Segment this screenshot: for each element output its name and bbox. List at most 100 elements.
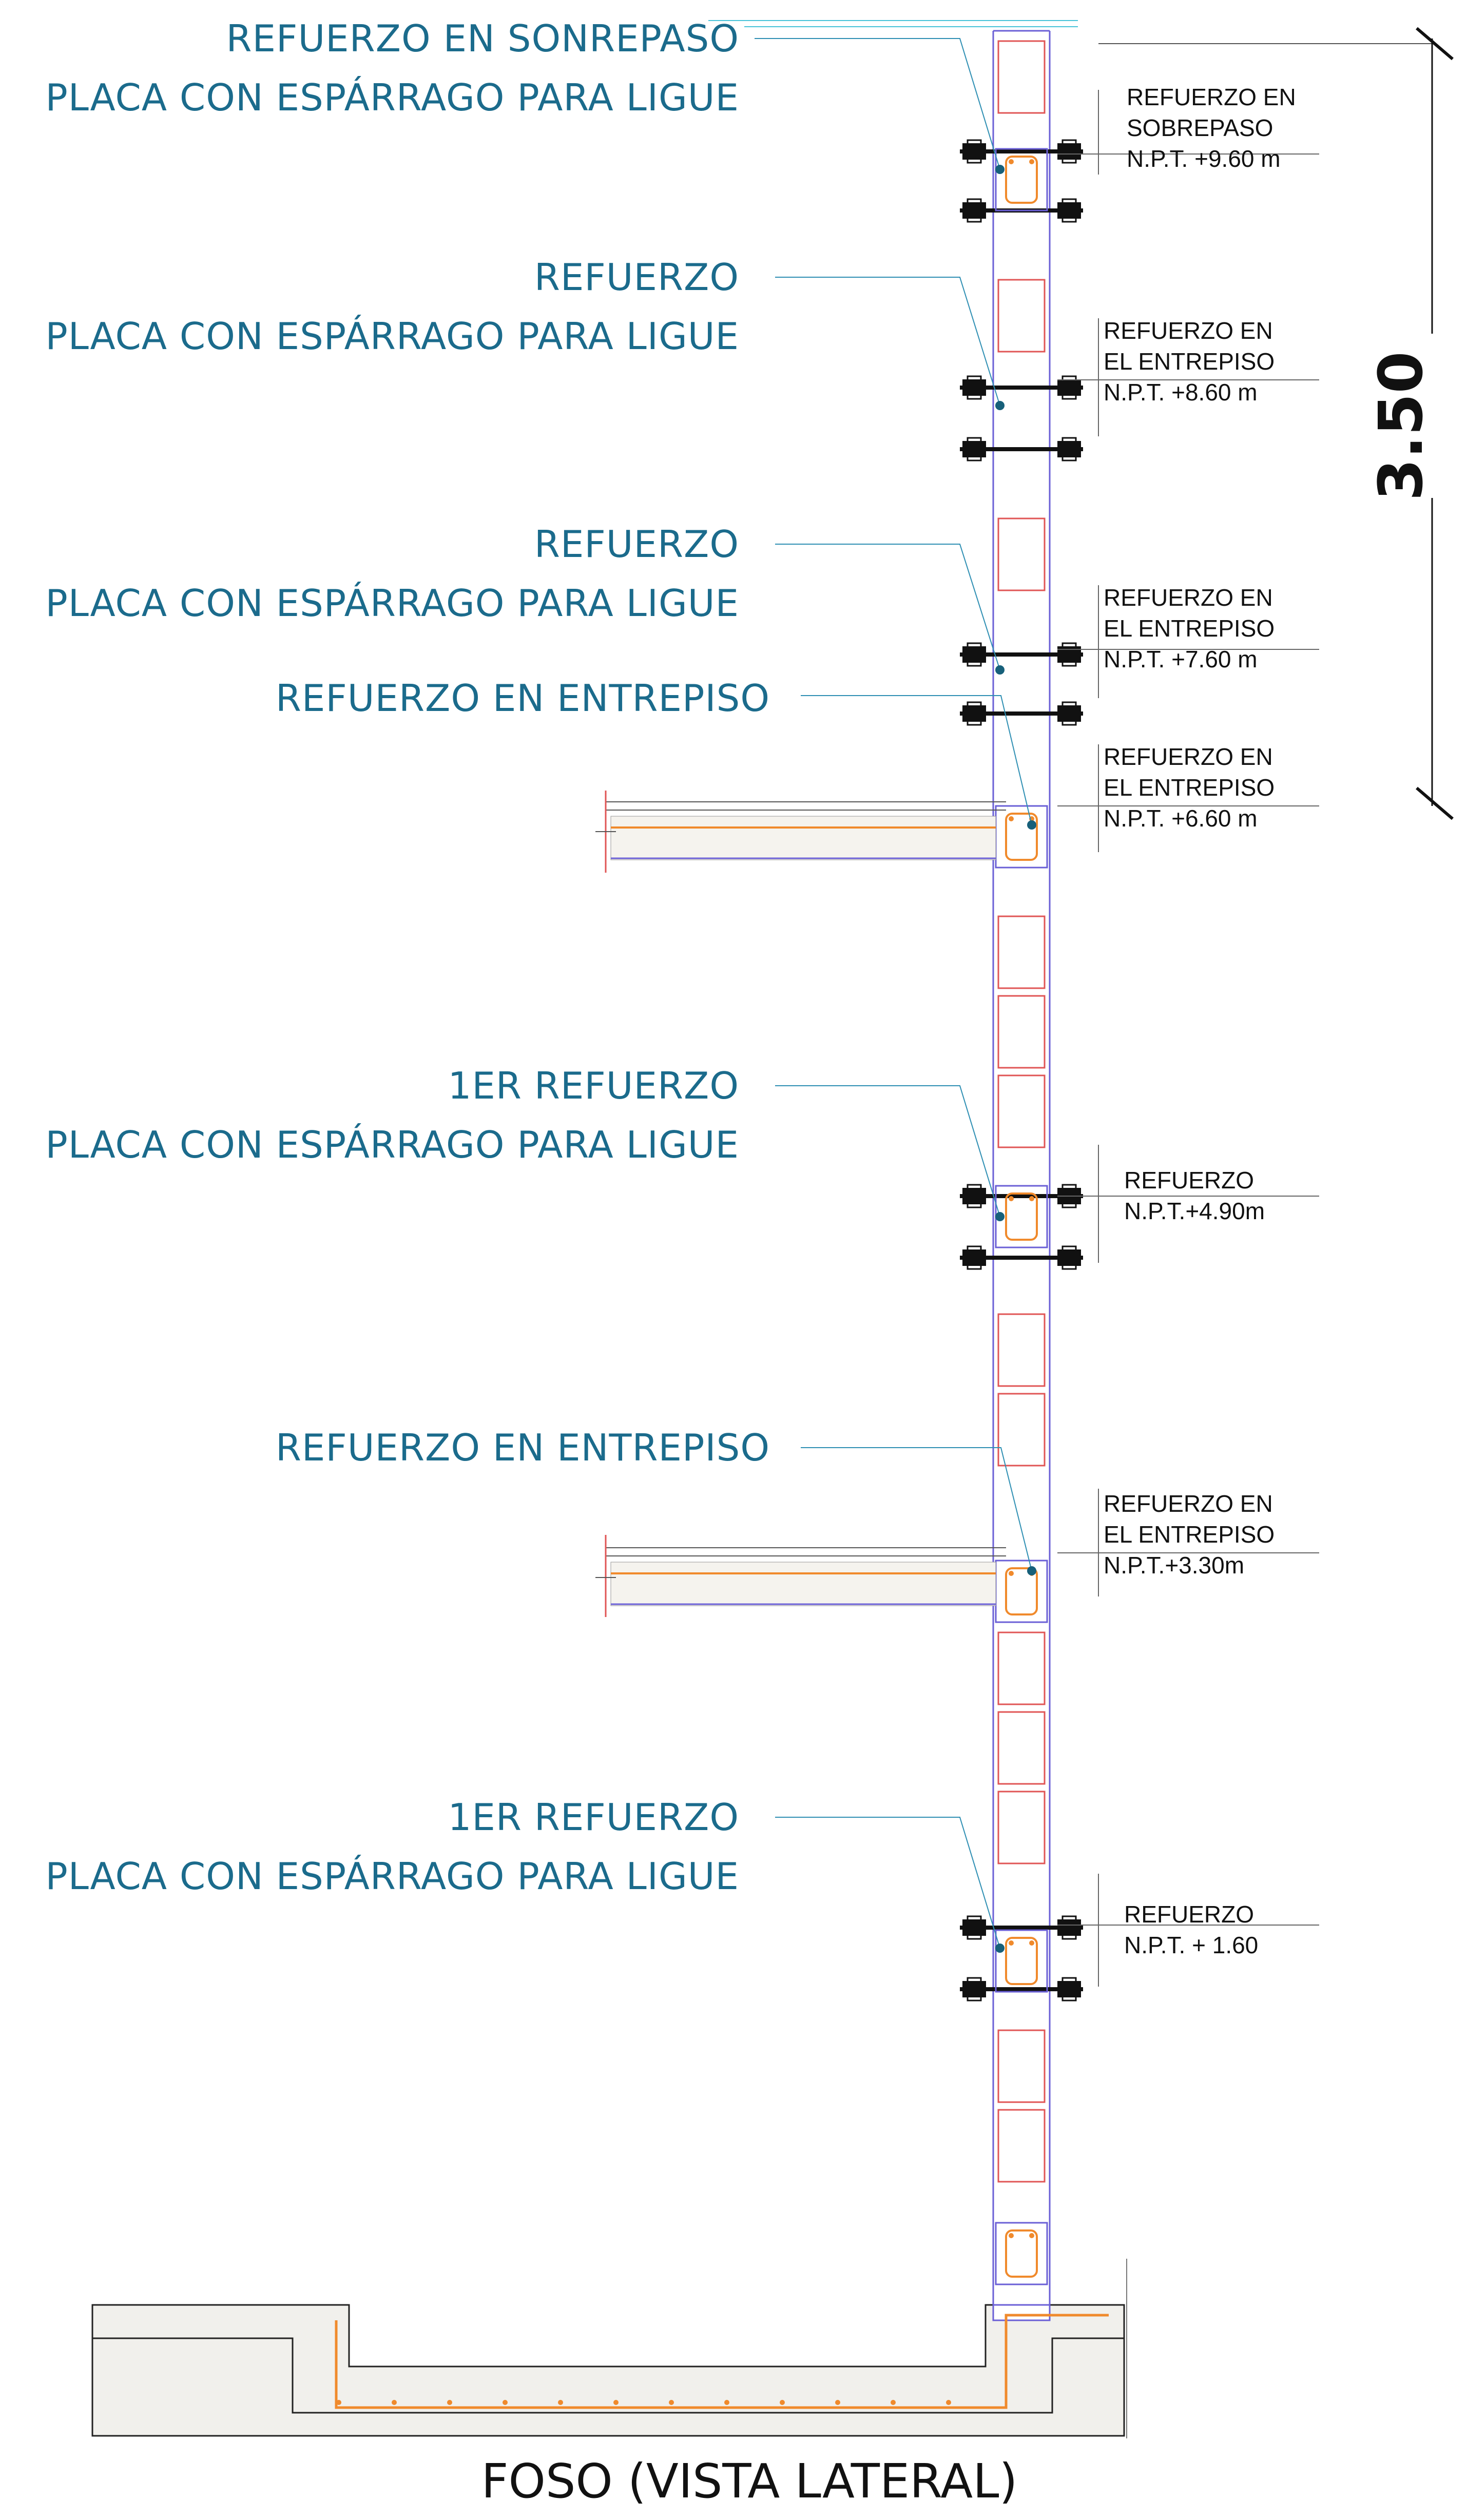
pit-rebar-dot — [558, 2400, 563, 2405]
bolt-washer — [967, 437, 982, 461]
bolt-nut — [962, 202, 986, 219]
masonry-wall — [992, 30, 1051, 2320]
bolt-nut — [1057, 1919, 1081, 1936]
bolt-nut — [1057, 143, 1081, 160]
left-labels: REFUERZO EN SONREPASO PLACA CON ESPÁRRAG… — [45, 17, 770, 1898]
bolt-washer — [1061, 139, 1077, 164]
pit-rebar-dot — [835, 2400, 840, 2405]
bolt-nut — [962, 1919, 986, 1936]
bolt-nut — [962, 441, 986, 457]
leader-dot — [995, 401, 1005, 410]
label-refuerzo-sonrepaso: REFUERZO EN SONREPASO — [226, 17, 739, 60]
bolt-washer — [1061, 198, 1077, 223]
bolt-washer — [967, 1245, 982, 1270]
bolt-washer — [967, 139, 982, 164]
beam-stirrup — [1005, 156, 1038, 204]
label-placa-4: PLACA CON ESPÁRRAGO PARA LIGUE — [45, 1123, 739, 1166]
bolt-nut — [1057, 379, 1081, 396]
beam-stirrup — [1005, 2229, 1038, 2278]
bolt-nut — [1057, 202, 1081, 219]
beam-rebar — [1029, 2233, 1034, 2238]
dimension-line — [1098, 27, 1467, 820]
beam-rebar — [1029, 159, 1034, 164]
pit-rebar-dot — [447, 2400, 452, 2405]
label-refuerzo-3: REFUERZO — [534, 523, 739, 566]
leader-line — [775, 277, 1000, 406]
leader-line — [755, 38, 1000, 170]
label-refuerzo-entrepiso-1: REFUERZO EN ENTREPISO — [276, 677, 770, 720]
beam-stirrup — [1005, 1192, 1038, 1241]
leader-line — [801, 1447, 1032, 1571]
bolt-nut — [1057, 1981, 1081, 1997]
masonry-block — [997, 1313, 1046, 1387]
leader-dot — [995, 1212, 1005, 1221]
note-660-line1: REFUERZO EN — [1104, 743, 1273, 770]
label-placa-5: PLACA CON ESPÁRRAGO PARA LIGUE — [45, 1855, 739, 1898]
drawing-title: FOSO (VISTA LATERAL) — [481, 2454, 1018, 2509]
bond-beam — [995, 1560, 1048, 1623]
pit-rebar-dot — [946, 2400, 951, 2405]
beam-rebar — [1009, 1196, 1014, 1201]
bolt-nut — [962, 1188, 986, 1204]
beam-rebar — [1009, 159, 1014, 164]
masonry-block — [997, 1074, 1046, 1148]
level-lines — [1057, 90, 1319, 1987]
bolt-washer — [1061, 1915, 1077, 1940]
bolt-nut — [1057, 441, 1081, 457]
beam-stirrup — [1005, 1567, 1038, 1615]
dimension-label: 3.50 — [1365, 351, 1436, 501]
leader-dot — [995, 1944, 1005, 1953]
beam-rebar — [1009, 816, 1014, 821]
beam-rebar — [1009, 1571, 1014, 1576]
masonry-block — [997, 995, 1046, 1069]
bolt-washer — [967, 1915, 982, 1940]
masonry-block — [997, 915, 1046, 989]
bolt-nut — [1057, 1249, 1081, 1266]
bolt-washer — [967, 375, 982, 400]
pit-rebar-dot — [392, 2400, 397, 2405]
note-490-line1: REFUERZO — [1124, 1167, 1254, 1194]
pit-rebar-dot — [503, 2400, 508, 2405]
bolt-washer — [1061, 1977, 1077, 2002]
bolt-nut — [962, 1249, 986, 1266]
bolt-washer — [967, 642, 982, 667]
pit-rebar-dot — [891, 2400, 896, 2405]
masonry-block — [997, 1631, 1046, 1705]
label-placa-2: PLACA CON ESPÁRRAGO PARA LIGUE — [45, 315, 739, 358]
note-160-line1: REFUERZO — [1124, 1901, 1254, 1928]
bolt-washer — [967, 701, 982, 726]
masonry-block — [997, 1791, 1046, 1864]
label-placa-1: PLACA CON ESPÁRRAGO PARA LIGUE — [45, 76, 739, 119]
bond-beams — [995, 148, 1048, 2285]
pit-rebar-dot — [724, 2400, 729, 2405]
note-760-line3: N.P.T. +7.60 m — [1104, 646, 1258, 672]
pit-foundation — [91, 2259, 1127, 2438]
pit-rebar-dot — [669, 2400, 674, 2405]
leader-line — [775, 1085, 1000, 1217]
pit-rebar-dot — [613, 2400, 619, 2405]
pit-rebar-dot — [336, 2400, 341, 2405]
anchor-plates — [960, 139, 1083, 2002]
leader-dot — [995, 665, 1005, 675]
label-refuerzo-entrepiso-2: REFUERZO EN ENTREPISO — [276, 1426, 770, 1469]
note-330-line1: REFUERZO EN — [1104, 1490, 1273, 1517]
beam-rebar — [1029, 1196, 1034, 1201]
bolt-washer — [1061, 642, 1077, 667]
bolt-nut — [962, 143, 986, 160]
leader-line — [775, 544, 1000, 670]
note-490-line2: N.P.T.+4.90m — [1124, 1198, 1265, 1224]
pit-rebar-dot — [780, 2400, 785, 2405]
masonry-block — [997, 517, 1046, 591]
beam-stirrup — [1005, 1937, 1038, 1985]
masonry-block — [997, 2029, 1046, 2103]
label-placa-3: PLACA CON ESPÁRRAGO PARA LIGUE — [45, 582, 739, 625]
bond-beam — [995, 805, 1048, 869]
bolt-washer — [967, 1977, 982, 2002]
bolt-nut — [962, 646, 986, 663]
bond-beam — [995, 1929, 1048, 1993]
note-660-line2: EL ENTREPISO — [1104, 774, 1275, 801]
masonry-block — [997, 1711, 1046, 1785]
masonry-blocks — [997, 40, 1046, 2183]
